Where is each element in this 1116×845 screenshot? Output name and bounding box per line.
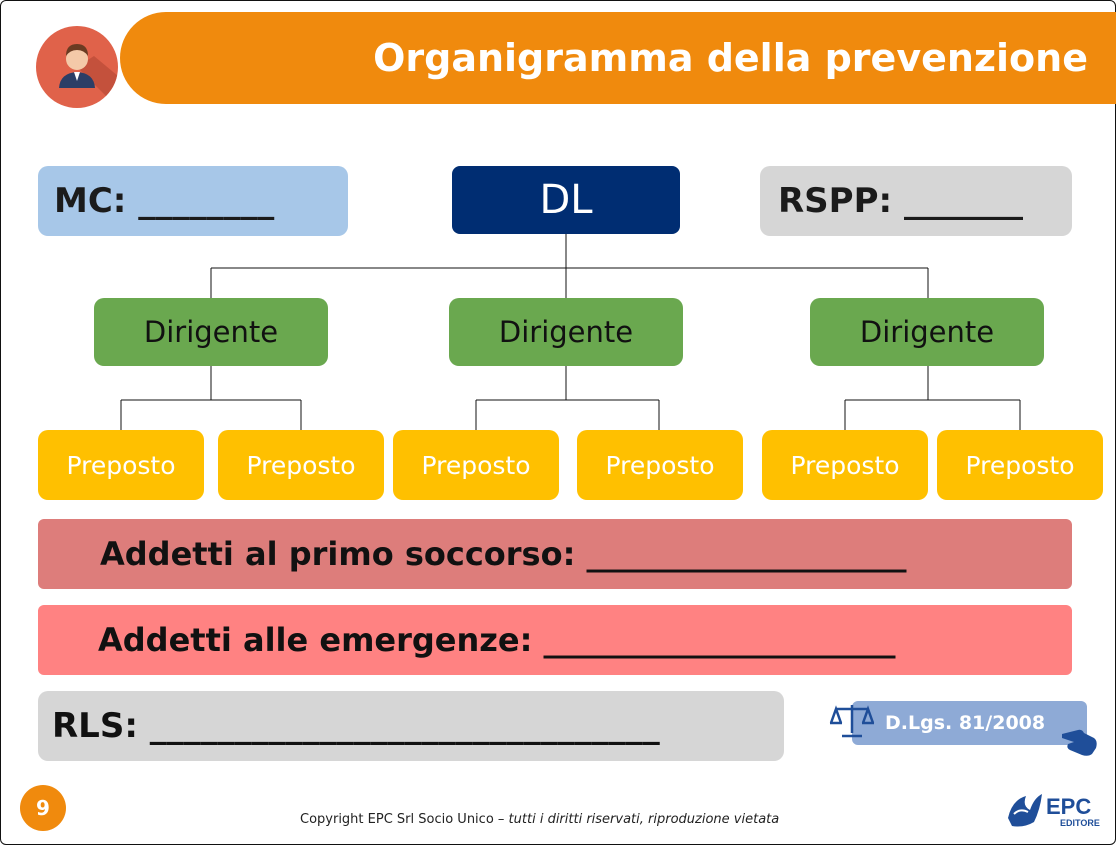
copyright-text: Copyright EPC Srl Socio Unico – [300, 812, 509, 827]
epc-logo: EPC EDITORE [1004, 788, 1104, 836]
law-reference-label[interactable]: D.Lgs. 81/2008 [885, 712, 1046, 734]
page-title: Organigramma della prevenzione [373, 36, 1088, 80]
mc-box: MC: ________ [38, 166, 348, 236]
rspp-box: RSPP: _______ [760, 166, 1072, 236]
copyright-italic-text: tutti i diritti riservati, riproduzione … [508, 812, 780, 827]
rls-band: RLS: ______________________________ [38, 691, 784, 761]
user-avatar-icon [36, 26, 118, 108]
preposto-box-1: Preposto [38, 430, 204, 500]
dl-box: DL [452, 166, 680, 234]
title-bar: Organigramma della prevenzione [120, 12, 1116, 104]
logo-subtext: EDITORE [1060, 818, 1100, 828]
dirigente-box-2: Dirigente [449, 298, 683, 366]
preposto-box-3: Preposto [393, 430, 559, 500]
copyright-notice: Copyright EPC Srl Socio Unico – tutti i … [300, 812, 779, 827]
preposto-box-5: Preposto [762, 430, 928, 500]
dirigente-box-3: Dirigente [810, 298, 1044, 366]
logo-text: EPC [1046, 794, 1091, 819]
emergenze-band: Addetti alle emergenze: ________________… [38, 605, 1072, 675]
scales-of-justice-icon [826, 701, 878, 745]
preposto-box-6: Preposto [937, 430, 1103, 500]
dirigente-box-1: Dirigente [94, 298, 328, 366]
preposto-box-2: Preposto [218, 430, 384, 500]
page-number-badge: 9 [20, 785, 66, 831]
pointing-hand-icon [1060, 724, 1100, 762]
law-reference-badge[interactable] [852, 701, 1087, 745]
primo-soccorso-band: Addetti al primo soccorso: _____________… [38, 519, 1072, 589]
preposto-box-4: Preposto [577, 430, 743, 500]
